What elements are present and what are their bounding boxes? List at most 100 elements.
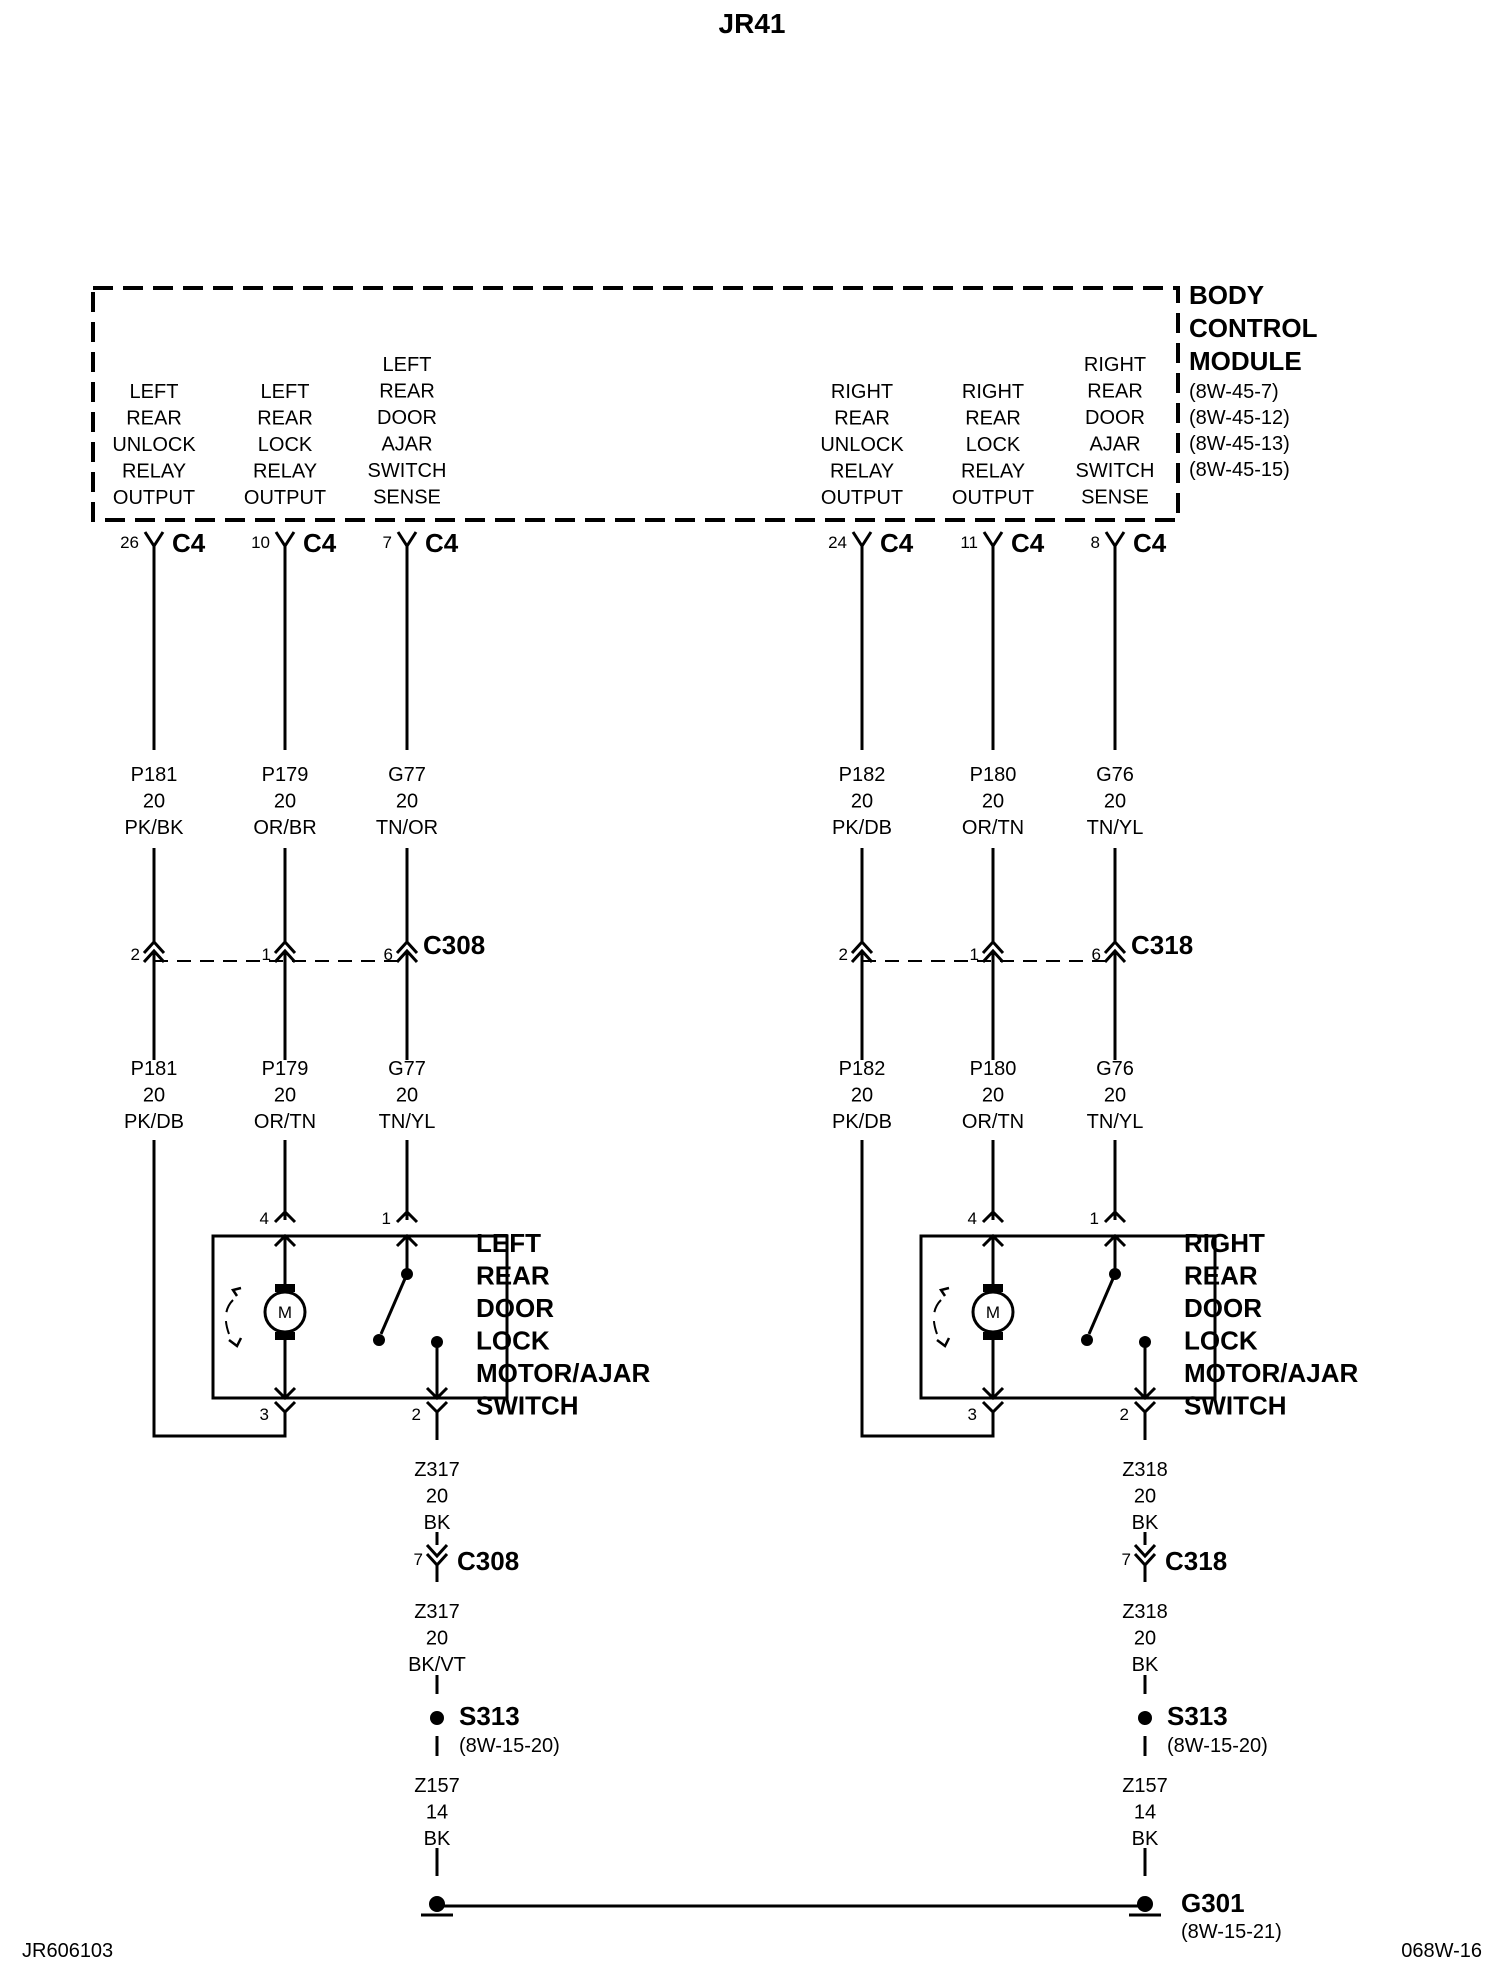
function-label: RELAY (122, 461, 186, 483)
wire-label: 20 (851, 791, 873, 813)
module-ref: (8W-45-13) (1189, 433, 1290, 455)
wire-label: 14 (426, 1802, 448, 1824)
wire-label: 20 (982, 791, 1004, 813)
wire-label: G77 (388, 764, 426, 786)
inline-connector-chevron (1133, 1543, 1157, 1559)
splice-ref: (8W-15-20) (459, 1735, 560, 1757)
connector-id: C4 (1133, 528, 1167, 558)
inline-connector-chevron (142, 939, 166, 955)
device-name: SWITCH (476, 1391, 579, 1421)
inline-connector-chevron (425, 1543, 449, 1559)
wire-label: 20 (143, 1085, 165, 1107)
wire-label: 20 (426, 1486, 448, 1508)
pin-number: 8 (1091, 533, 1100, 552)
function-label: SWITCH (1076, 460, 1155, 482)
inline-connector-chevron (981, 939, 1005, 955)
function-label: REAR (1087, 381, 1143, 403)
wire-label: PK/BK (125, 817, 185, 839)
switch-blade (379, 1273, 409, 1335)
motor-brush (983, 1332, 1003, 1340)
pin-number: 3 (260, 1405, 269, 1424)
connector-id: C4 (880, 528, 914, 558)
connector-id: C4 (172, 528, 206, 558)
arrow-head (981, 1386, 1005, 1401)
body-control-module-outline (91, 286, 1180, 522)
wire-label: TN/OR (376, 817, 438, 839)
wire-label: OR/TN (254, 1111, 316, 1133)
splice-ref: (8W-15-20) (1167, 1735, 1268, 1757)
wire-label: PK/DB (832, 1111, 892, 1133)
wire-label: OR/TN (962, 1111, 1024, 1133)
device-pin-fork (1133, 1400, 1157, 1415)
wire-label: P180 (970, 1058, 1017, 1080)
module-pin-fork (982, 531, 1004, 549)
rotation-arrow (938, 1286, 950, 1297)
function-label: OUTPUT (244, 487, 326, 509)
wire-label: OR/BR (253, 817, 316, 839)
module-ref: (8W-45-12) (1189, 407, 1290, 429)
wire-label: TN/YL (1087, 817, 1144, 839)
wire-label: PK/DB (832, 817, 892, 839)
function-label: REAR (126, 408, 182, 430)
inline-connector-id: C318 (1165, 1546, 1227, 1576)
ground-id: G301 (1181, 1888, 1245, 1918)
wire-label: 20 (274, 791, 296, 813)
function-label: REAR (379, 381, 435, 403)
device-name: REAR (1184, 1261, 1258, 1291)
module-pin-fork (851, 531, 873, 549)
wire-label: BK (1132, 1512, 1159, 1534)
wire-label: P182 (839, 1058, 886, 1080)
module-name: MODULE (1189, 346, 1302, 376)
device-pin-chevron (273, 1209, 297, 1224)
wire-label: P179 (262, 1058, 309, 1080)
wire-label: 14 (1134, 1802, 1156, 1824)
wire-label: P180 (970, 764, 1017, 786)
page-ref: 068W-16 (1401, 1940, 1482, 1962)
function-label: UNLOCK (820, 434, 904, 456)
wire-label: Z318 (1122, 1459, 1168, 1481)
wire-label: 20 (143, 791, 165, 813)
connector-id: C4 (1011, 528, 1045, 558)
ground-point (429, 1896, 445, 1912)
inline-connector-id: C308 (457, 1546, 519, 1576)
device-pin-chevron (395, 1209, 419, 1224)
pin-number: 10 (251, 533, 270, 552)
device-pin-fork (981, 1400, 1005, 1415)
inline-connector-id: C308 (423, 930, 485, 960)
function-label: REAR (834, 408, 890, 430)
wire-label: 20 (1134, 1486, 1156, 1508)
device-name: SWITCH (1184, 1391, 1287, 1421)
function-label: DOOR (377, 407, 437, 429)
wire-label: OR/TN (962, 817, 1024, 839)
inline-connector-id: C318 (1131, 930, 1193, 960)
wire-label: BK (424, 1512, 451, 1534)
function-label: LOCK (258, 434, 313, 456)
inline-connector-chevron (850, 939, 874, 955)
function-label: AJAR (381, 434, 432, 456)
pin-number: 1 (970, 945, 979, 964)
wire-label: 20 (1104, 1085, 1126, 1107)
function-label: RELAY (830, 461, 894, 483)
pin-number: 7 (383, 533, 392, 552)
pin-number: 1 (1090, 1209, 1099, 1228)
wire (152, 1140, 287, 1438)
wire-label: Z317 (414, 1601, 460, 1623)
device-name: MOTOR/AJAR (476, 1358, 651, 1388)
wire-label: P181 (131, 1058, 178, 1080)
wire (860, 1140, 995, 1438)
wire-label: 20 (396, 1085, 418, 1107)
function-label: RELAY (961, 461, 1025, 483)
wire-label: Z157 (1122, 1775, 1168, 1797)
connector-id: C4 (425, 528, 459, 558)
device-pin-chevron (1103, 1209, 1127, 1224)
function-label: UNLOCK (112, 434, 196, 456)
pin-number: 1 (382, 1209, 391, 1228)
wire-label: 20 (1134, 1628, 1156, 1650)
motor-label: M (278, 1303, 292, 1322)
door-lock-motor-box (211, 1234, 509, 1400)
switch-pivot (373, 1334, 385, 1346)
wire-label: BK (1132, 1654, 1159, 1676)
device-name: LOCK (476, 1326, 550, 1356)
pin-number: 2 (412, 1405, 421, 1424)
function-label: SENSE (1081, 487, 1149, 509)
